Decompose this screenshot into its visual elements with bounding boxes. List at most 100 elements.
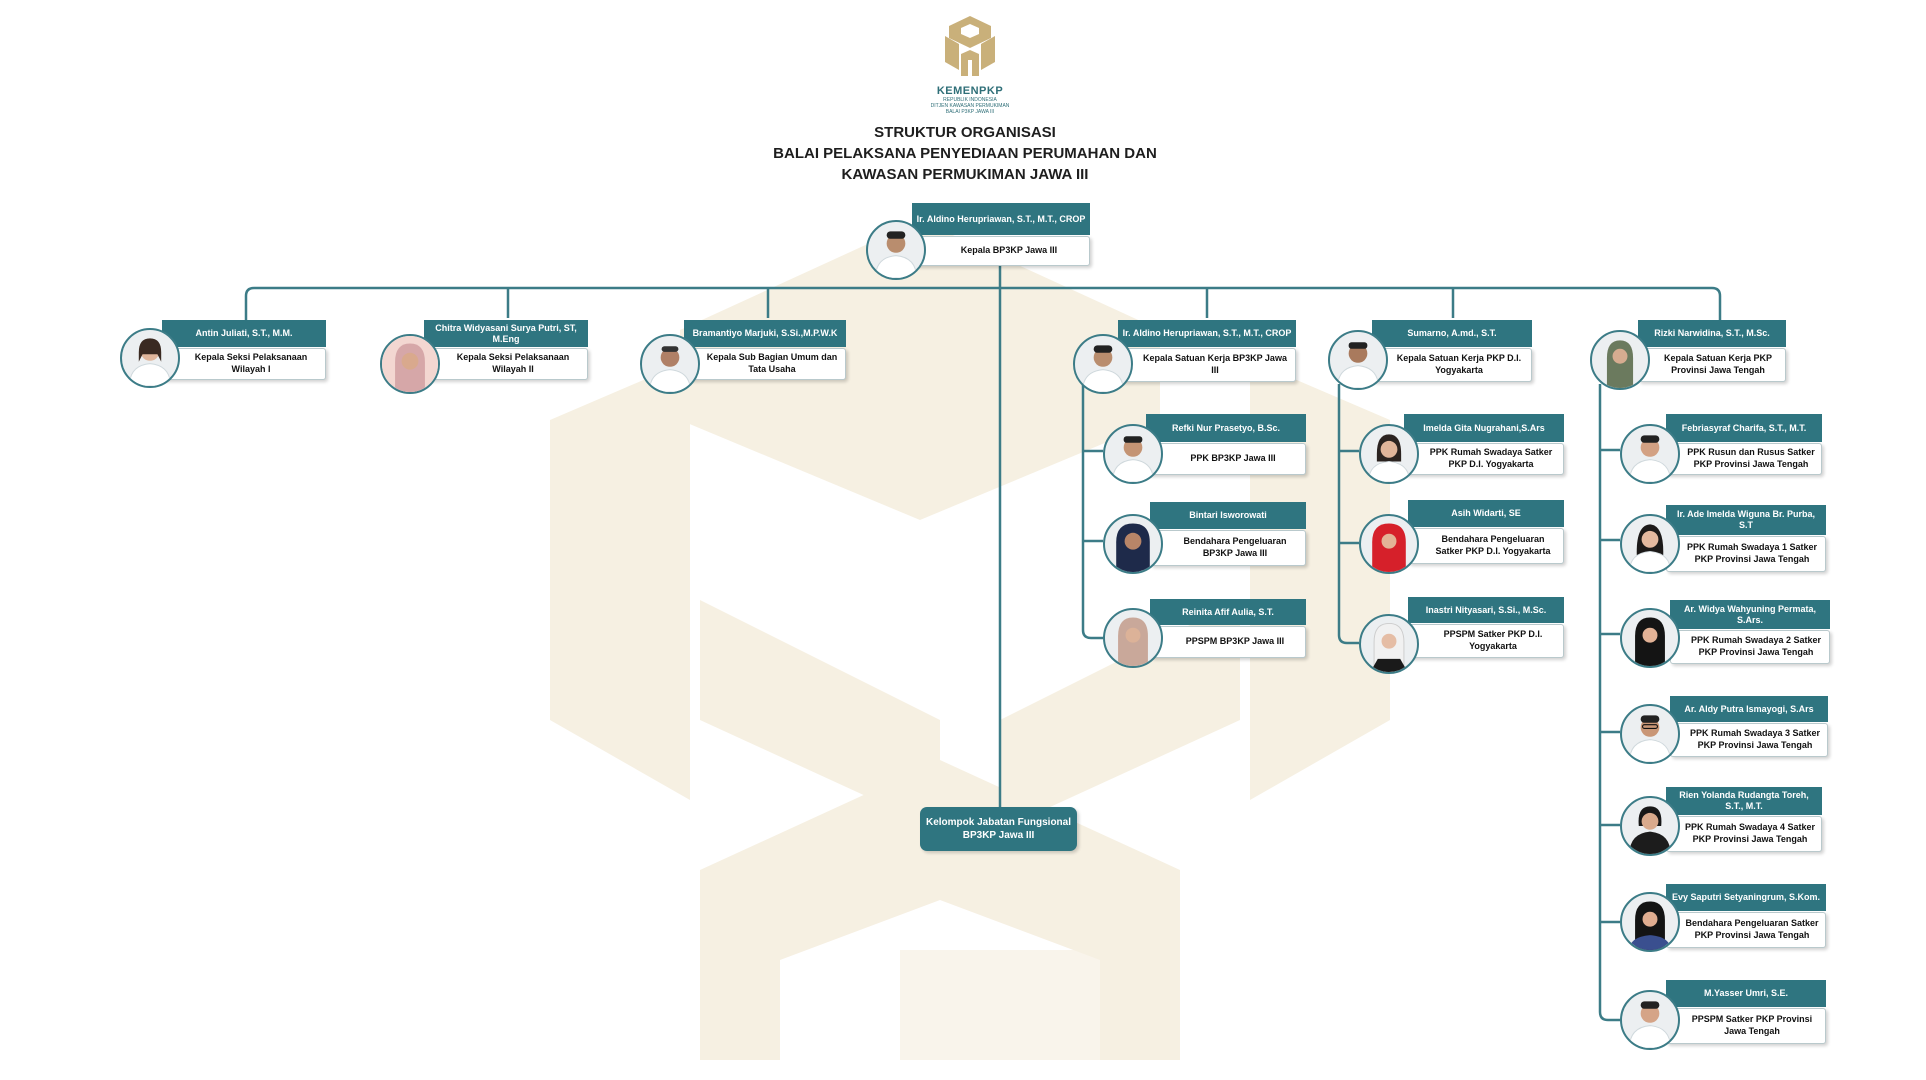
role-card xyxy=(162,348,326,380)
person-role: PPK BP3KP Jawa III xyxy=(1190,453,1276,463)
logo-subtext: BALAI P3KP JAWA III xyxy=(945,109,995,115)
person-name: Ir. Aldino Herupriawan, S.T., M.T., CROP xyxy=(1118,320,1296,347)
fungsional-line: Kelompok Jabatan Fungsional xyxy=(925,817,1072,828)
person-photo-icon xyxy=(1606,340,1634,388)
person-photo-icon xyxy=(1372,523,1406,572)
avatar xyxy=(1620,608,1680,668)
role-card xyxy=(1666,912,1826,948)
avatar xyxy=(1620,424,1680,484)
person-role: PPK Rumah Swadaya 2 Satker PKP Provinsi … xyxy=(1690,635,1822,657)
role-card xyxy=(1670,630,1830,664)
person-photo-icon xyxy=(1629,806,1671,854)
person-name: Ar. Widya Wahyuning Permata, S.Ars. xyxy=(1670,600,1830,629)
person-role: Kepala Sub Bagian Umum dan Tata Usaha xyxy=(706,352,838,374)
person-role: PPK Rumah Swadaya Satker PKP D.I. Yogyak… xyxy=(1429,447,1553,469)
role-card xyxy=(1666,536,1826,572)
avatar xyxy=(1359,514,1419,574)
avatar xyxy=(1328,330,1388,390)
role-card xyxy=(424,348,588,380)
person-name: Ir. Ade Imelda Wiguna Br. Purba, S.T xyxy=(1666,505,1826,535)
person-name: Refki Nur Prasetyo, B.Sc. xyxy=(1146,414,1306,442)
person-photo-icon xyxy=(1629,901,1671,950)
avatar xyxy=(1359,424,1419,484)
kemenpkp-emblem-icon xyxy=(945,16,995,76)
person-photo-icon xyxy=(648,346,692,392)
person-name: Sumarno, A.md., S.T. xyxy=(1372,320,1532,347)
role-card xyxy=(1666,1008,1826,1044)
role-card xyxy=(1408,528,1564,564)
person-name: Febriasyraf Charifa, S.T., M.T. xyxy=(1666,414,1822,442)
avatar xyxy=(1103,424,1163,484)
page-title: STRUKTUR ORGANISASI BALAI PELAKSANA PENY… xyxy=(660,122,1270,185)
person-role: PPSPM Satker PKP Provinsi Jawa Tengah xyxy=(1691,1014,1813,1036)
person-name: Rizki Narwidina, S.T., M.Sc. xyxy=(1638,320,1786,347)
person-role: Kepala BP3KP Jawa III xyxy=(960,245,1058,255)
title-line: KAWASAN PERMUKIMAN JAWA III xyxy=(841,166,1089,183)
person-role: Kepala Satuan Kerja PKP Provinsi Jawa Te… xyxy=(1663,353,1773,375)
person-name: Ar. Aldy Putra Ismayogi, S.Ars xyxy=(1670,696,1828,722)
role-card xyxy=(1150,626,1306,658)
role-card xyxy=(1666,816,1822,852)
jabatan-fungsional-box: Kelompok Jabatan Fungsional BP3KP Jawa I… xyxy=(920,807,1077,851)
person-photo-icon xyxy=(1628,1001,1672,1048)
person-photo-icon xyxy=(1628,435,1672,482)
person-role: Kepala Satuan Kerja PKP D.I. Yogyakarta xyxy=(1396,353,1522,375)
person-role: PPK Rumah Swadaya 3 Satker PKP Provinsi … xyxy=(1689,728,1821,750)
role-card xyxy=(1372,348,1532,382)
person-role: Kepala Seksi Pelaksanaan Wilayah II xyxy=(456,352,570,374)
person-name: Bramantiyo Marjuki, S.Si.,M.P.W.K xyxy=(684,320,846,347)
avatar xyxy=(1590,330,1650,390)
person-name: Evy Saputri Setyaningrum, S.Kom. xyxy=(1666,884,1826,911)
person-role: Bendahara Pengeluaran Satker PKP D.I. Yo… xyxy=(1435,534,1551,556)
person-name: Asih Widarti, SE xyxy=(1408,500,1564,527)
person-role: PPK Rumah Swadaya 4 Satker PKP Provinsi … xyxy=(1684,822,1816,844)
avatar xyxy=(1620,892,1680,952)
person-name: Imelda Gita Nugrahani,S.Ars xyxy=(1404,414,1564,442)
person-photo-icon xyxy=(1336,342,1380,388)
avatar xyxy=(640,334,700,394)
person-photo-icon xyxy=(1367,434,1411,482)
person-name: Antin Juliati, S.T., M.M. xyxy=(162,320,326,347)
person-photo-icon xyxy=(382,336,438,392)
role-card xyxy=(1150,530,1306,566)
person-name: M.Yasser Umri, S.E. xyxy=(1666,980,1826,1007)
person-role: PPK Rumah Swadaya 1 Satker PKP Provinsi … xyxy=(1686,542,1818,564)
person-name: Rien Yolanda Rudangta Toreh, S.T., M.T. xyxy=(1666,787,1822,815)
logo-text: KEMENPKP xyxy=(936,85,1004,97)
role-card xyxy=(684,348,846,380)
person-role: Bendahara Pengeluaran Satker PKP Provins… xyxy=(1685,918,1819,940)
person-photo-icon xyxy=(1081,345,1125,392)
person-name: Chitra Widyasani Surya Putri, ST, M.Eng xyxy=(424,320,588,347)
role-card xyxy=(1408,624,1564,658)
role-card xyxy=(1146,443,1306,475)
person-name: Ir. Aldino Herupriawan, S.T., M.T., CROP xyxy=(912,203,1090,235)
logo-subtext: REPUBLIK INDONESIA xyxy=(943,97,997,103)
person-photo-icon xyxy=(1628,715,1672,762)
person-photo-icon xyxy=(1116,523,1150,572)
person-name: Inastri Nityasari, S.Si., M.Sc. xyxy=(1408,597,1564,623)
person-role: Kepala Seksi Pelaksanaan Wilayah I xyxy=(194,352,308,374)
person-role: Bendahara Pengeluaran BP3KP Jawa III xyxy=(1183,536,1287,558)
avatar xyxy=(380,334,440,394)
role-card xyxy=(1638,348,1786,382)
role-card xyxy=(912,236,1090,266)
person-name: Bintari Isworowati xyxy=(1150,502,1306,529)
avatar xyxy=(1620,990,1680,1050)
person-photo-icon xyxy=(874,231,918,278)
person-photo-icon xyxy=(1370,622,1408,672)
person-role: PPSPM Satker PKP D.I. Yogyakarta xyxy=(1443,629,1543,651)
avatar xyxy=(866,220,926,280)
role-card xyxy=(1666,443,1822,475)
avatar xyxy=(1103,608,1163,668)
title-line: BALAI PELAKSANA PENYEDIAAN PERUMAHAN DAN xyxy=(773,145,1157,162)
avatar xyxy=(1620,796,1680,856)
person-role: PPSPM BP3KP Jawa III xyxy=(1185,636,1285,646)
person-name: Reinita Afif Aulia, S.T. xyxy=(1150,599,1306,625)
person-photo-icon xyxy=(1118,617,1148,666)
logo-subtext: DITJEN KAWASAN PERMUKIMAN xyxy=(930,103,1010,109)
avatar xyxy=(1103,514,1163,574)
person-photo-icon xyxy=(1635,617,1665,666)
